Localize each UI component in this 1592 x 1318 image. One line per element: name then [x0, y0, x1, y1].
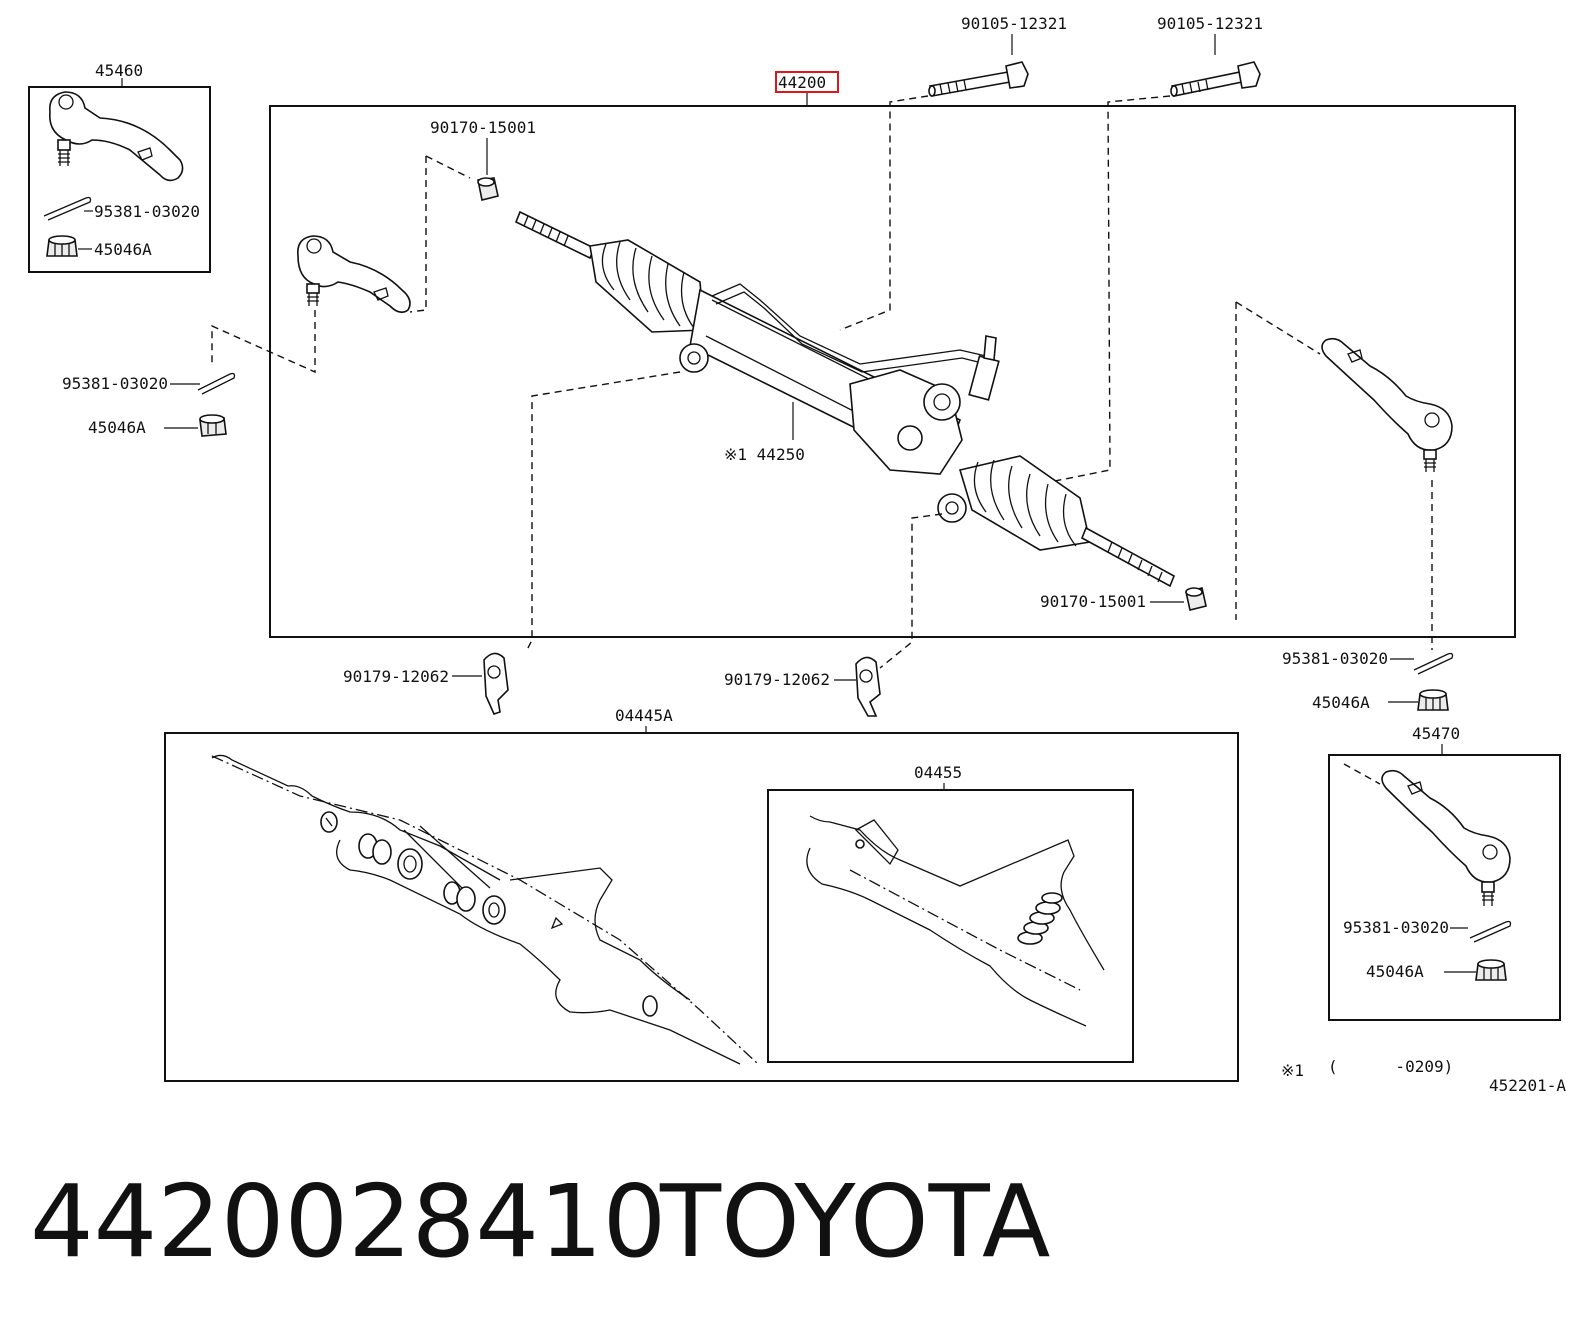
valve-outline-icon	[806, 815, 1105, 1027]
tie-rod-end-icon	[1381, 769, 1511, 906]
left-tie-rod-end-label: 45460	[95, 61, 143, 80]
nut-lower-label: 90170-15001	[1040, 592, 1146, 611]
spring-icon	[1017, 892, 1063, 945]
footnote-range: ( -0209)	[1328, 1057, 1453, 1076]
outer-nut-right-label: 45046A	[1312, 693, 1370, 712]
cotter-pin-icon	[43, 196, 92, 221]
outer-pin-left-label: 95381-03020	[62, 374, 168, 393]
castle-nut-icon	[46, 235, 78, 257]
bracket-left-label: 90179-12062	[343, 667, 449, 686]
steering-gear-assembly-box: 44200 90170-15001	[211, 71, 1516, 669]
castle-nut-icon	[1417, 689, 1449, 711]
steering-rack-icon	[514, 210, 1176, 588]
left-tie-rod-end-box: 45460 95381-03020 45046A	[28, 61, 211, 273]
cotter-pin-icon	[1413, 652, 1454, 675]
outer-pin-right-label: 95381-03020	[1282, 649, 1388, 668]
tie-rod-end-icon	[48, 91, 184, 182]
subkit-label: 04455	[914, 763, 962, 782]
right-box-pin-label: 95381-03020	[1343, 918, 1449, 937]
kit-label: 04445A	[615, 706, 673, 725]
bolt-icon	[928, 61, 1029, 97]
bracket-right-label: 90179-12062	[724, 670, 830, 689]
rack-outline-icon	[211, 754, 759, 1065]
bolt-right: 90105-12321	[1157, 14, 1263, 97]
left-box-pin-label: 95381-03020	[94, 202, 200, 221]
brand-name: TOYOTA	[659, 1163, 1050, 1280]
outer-left-hardware: 95381-03020 45046A	[62, 372, 236, 437]
nut-upper-label: 90170-15001	[430, 118, 536, 137]
bracket-icon	[855, 656, 881, 717]
outer-right-hardware: 95381-03020 45046A	[1282, 649, 1454, 712]
outer-nut-left-label: 45046A	[88, 418, 146, 437]
valve-kit-box: 04455	[767, 763, 1134, 1063]
rack-label: ※1 44250	[724, 445, 805, 464]
cotter-pin-icon	[1469, 920, 1512, 943]
left-box-nut-label: 45046A	[94, 240, 152, 259]
footnote-mark: ※1	[1281, 1061, 1304, 1080]
right-tie-rod-end-label: 45470	[1412, 724, 1460, 743]
highlight-frame	[775, 71, 839, 93]
diagram-code: 452201-A	[1489, 1076, 1566, 1095]
bracket-left: 90179-12062	[343, 652, 509, 715]
castle-nut-icon	[1475, 959, 1507, 981]
bracket-right: 90179-12062	[724, 656, 881, 717]
tie-rod-end-right-icon	[1321, 337, 1453, 472]
bolt-left-label: 90105-12321	[961, 14, 1067, 33]
right-tie-rod-end-box: 45470 95381-03020 45046A	[1328, 724, 1561, 1021]
cotter-pin-icon	[197, 372, 236, 395]
bracket-icon	[483, 652, 509, 715]
gasket-kit-box: 04445A	[164, 706, 1239, 1082]
tie-rod-end-left-icon	[296, 235, 411, 314]
nut-icon	[1185, 587, 1207, 611]
bolt-icon	[1170, 61, 1261, 97]
nut-icon	[477, 177, 499, 201]
bolt-left: 90105-12321	[928, 14, 1067, 97]
part-number: 4420028410	[30, 1163, 666, 1280]
assembly-label: 44200	[778, 73, 826, 92]
right-box-nut-label: 45046A	[1366, 962, 1424, 981]
bolt-right-label: 90105-12321	[1157, 14, 1263, 33]
castle-nut-icon	[199, 414, 227, 437]
